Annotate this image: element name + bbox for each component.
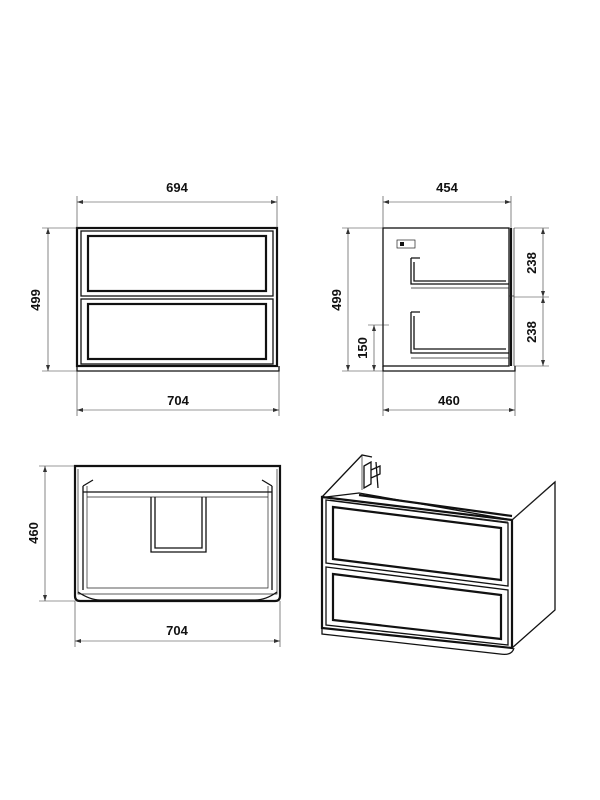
front-view-bottom-width-dimension	[76, 371, 280, 416]
isometric-lower-drawer	[325, 566, 509, 646]
isometric-front-face	[320, 495, 514, 650]
isometric-back-panel	[321, 454, 379, 498]
isometric-plinth	[321, 628, 515, 656]
side-view-bottom-depth-dimension	[382, 371, 516, 416]
front-view: 694 499 704	[28, 180, 280, 416]
top-view-siphon-cutout	[150, 497, 207, 553]
side-view-top-depth-label: 454	[436, 180, 458, 195]
front-view-upper-drawer	[80, 230, 274, 297]
isometric-view	[320, 454, 556, 656]
front-view-upper-drawer-panel	[86, 234, 268, 293]
front-view-height-label: 499	[28, 289, 43, 311]
side-view-drawer-heights-dimension	[514, 227, 549, 367]
side-view-top-depth-dimension	[382, 196, 512, 228]
isometric-lower-drawer-panel	[331, 572, 503, 641]
side-view: 454 499 150 238 2	[329, 180, 549, 416]
top-view-width-label: 704	[166, 623, 188, 638]
top-view: 460 704	[26, 464, 282, 647]
isometric-bracket-icon	[363, 460, 381, 490]
top-view-depth-label: 460	[26, 522, 41, 544]
side-view-height-dimension	[342, 227, 383, 372]
front-view-plinth	[76, 366, 280, 372]
side-view-plinth	[382, 366, 516, 372]
top-view-width-dimension	[74, 601, 281, 647]
front-view-lower-drawer	[80, 298, 274, 365]
top-view-outline	[73, 464, 282, 603]
side-view-bottom-depth-label: 460	[438, 393, 460, 408]
side-view-upper-drawer	[410, 257, 509, 285]
side-view-body	[382, 227, 510, 367]
isometric-upper-drawer	[325, 499, 509, 587]
front-view-body	[75, 226, 279, 368]
side-view-drain-height-dimension	[368, 324, 389, 371]
side-view-upper-drawer-label: 238	[524, 252, 539, 274]
front-view-height-dimension	[42, 227, 77, 372]
side-view-drain-icon	[396, 239, 416, 249]
isometric-side-panel	[511, 480, 556, 649]
isometric-upper-drawer-panel	[331, 505, 503, 582]
side-view-drain-height-label: 150	[355, 337, 370, 359]
top-view-depth-dimension	[39, 465, 75, 602]
front-view-top-width-dimension	[76, 196, 278, 228]
front-view-bottom-width-label: 704	[167, 393, 189, 408]
side-view-height-label: 499	[329, 289, 344, 311]
front-view-top-width-label: 694	[166, 180, 188, 195]
front-view-lower-drawer-panel	[86, 302, 268, 361]
side-view-lower-drawer-label: 238	[524, 321, 539, 343]
side-view-lower-drawer	[410, 311, 509, 354]
